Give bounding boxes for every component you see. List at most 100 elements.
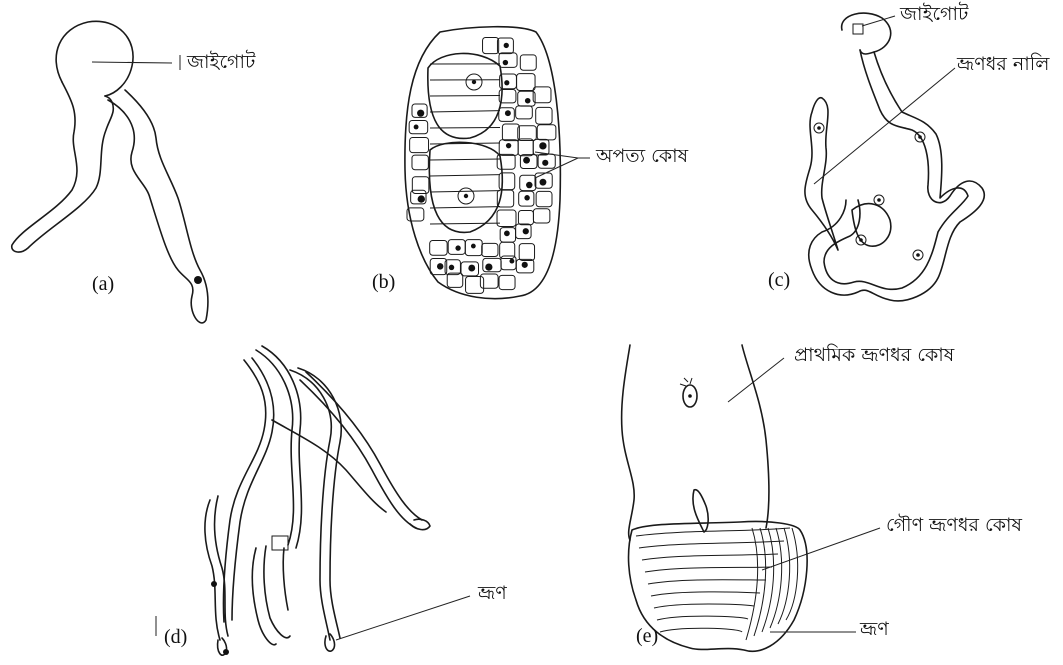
cell-8 [533,87,551,103]
cell-nucleus-32 [524,195,529,200]
panel-c-zygote-leader [862,16,895,26]
panel-e-secondary-leader [762,528,880,570]
cell-16 [537,125,556,140]
cell-nucleus-30 [418,195,425,202]
cell-25 [412,177,429,194]
cell-nucleus-42 [471,244,476,249]
panel-d-nucleus-1 [211,581,217,587]
panel-a-branch [108,90,208,323]
cell-54 [499,275,515,289]
panel-d-nucleus-2 [223,649,229,655]
panel-a-zygote-label: জাইগোট [187,53,255,72]
panel-e-layer-0 [636,528,790,536]
cell-21 [412,155,428,170]
panel-e-layer-1 [639,541,784,548]
block-line-208 [430,207,500,208]
cell-11 [516,106,533,119]
panel-b-lower-cell [429,142,502,232]
cell-3 [520,55,536,70]
panel-e-caption: (e) [636,626,658,646]
cell-36 [533,209,549,223]
panel-d-junction [272,536,288,550]
cell-nucleus-24 [523,157,530,164]
panel-c-zygote-label: জাইগোট [900,5,968,24]
panel-e-primary-leader [728,358,784,402]
panel-c-caption: (c) [768,270,790,290]
panel-d-tube-9 [272,420,386,512]
cell-nucleus-28 [526,182,533,189]
panel-e-drawing [622,345,880,651]
cell-15 [518,126,537,141]
panel-d-caption: (d) [164,627,187,647]
panel-e-layer-8 [660,628,742,632]
block-line-192 [430,191,500,192]
panel-c-tube-leader [814,68,955,184]
panel-a-caption: (a) [92,274,114,294]
cell-nucleus-51 [522,262,528,268]
block-line-160 [430,159,500,160]
cell-nucleus-47 [449,265,454,270]
cell-32 [536,191,552,206]
cell-nucleus-41 [455,245,460,250]
panel-b-upper-nucleolus [472,80,476,84]
panel-d-tube-3 [256,350,293,545]
block-line-112 [430,111,500,112]
panel-c-nucleolus-3 [877,198,881,202]
panel-d-embryo-3 [410,519,430,529]
cell-12 [536,107,552,124]
cell-5 [517,74,535,91]
panel-d-tube-5 [290,370,331,640]
cell-nucleus-49 [485,263,492,270]
cell-nucleus-39 [523,228,529,234]
cell-19 [518,139,533,156]
panel-e-layer-7 [657,616,748,620]
cell-34 [497,210,516,226]
panel-a-zygote [56,21,133,96]
panel-b-daughter-cells-label: অপত্য কোষ [596,147,688,166]
cell-nucleus-11 [505,110,511,116]
cell-0 [483,37,499,53]
panel-c-stalk [809,50,985,301]
panel-e-arc-0 [746,528,758,640]
panel-e-layer-4 [648,580,766,584]
cell-39 [430,241,447,256]
cell-nucleus-3 [503,60,508,65]
cell-nucleus-14 [414,125,419,130]
panel-d-tube-13 [264,546,290,638]
cell-nucleus-46 [437,263,443,269]
panel-e-layer-6 [654,604,754,608]
panel-c-nucleolus-4 [859,238,863,242]
cell-52 [466,276,484,293]
panel-c-nucleolus-2 [918,135,922,139]
panel-e-left-wall [622,345,635,540]
cell-nucleus-38 [504,231,510,237]
panel-b-drawing [405,27,590,299]
cell-nucleus-29 [540,179,547,186]
panel-d-embryo-leader [336,596,470,640]
panel-d-tube-6 [298,368,341,638]
panel-b-lower-nucleolus [464,194,468,198]
panel-d-tube-10 [205,500,220,640]
panel-d-tube-1 [223,360,265,622]
cell-nucleus-5 [504,80,509,85]
cell-14 [502,124,519,141]
cell-17 [410,137,429,152]
cell-nucleus-19 [506,143,511,148]
cell-nucleus-2 [504,43,509,48]
panel-d-drawing [156,346,470,655]
panel-c-nucleolus-1 [817,126,821,130]
cell-42 [482,243,498,256]
panel-e-embryo-label: ভ্রূণ [860,620,889,639]
panel-d-tube-7 [300,380,416,528]
cell-nucleus-8 [525,98,531,104]
panel-e-finger [693,490,708,532]
cell-nucleus-10 [417,110,424,117]
cell-35 [518,210,533,224]
block-line-224 [430,223,500,224]
panel-d-embryo-label: ভ্রূণ [478,584,507,603]
panel-d-tube-14 [283,548,288,610]
cell-48 [483,258,501,271]
panel-e-layer-5 [651,592,760,596]
